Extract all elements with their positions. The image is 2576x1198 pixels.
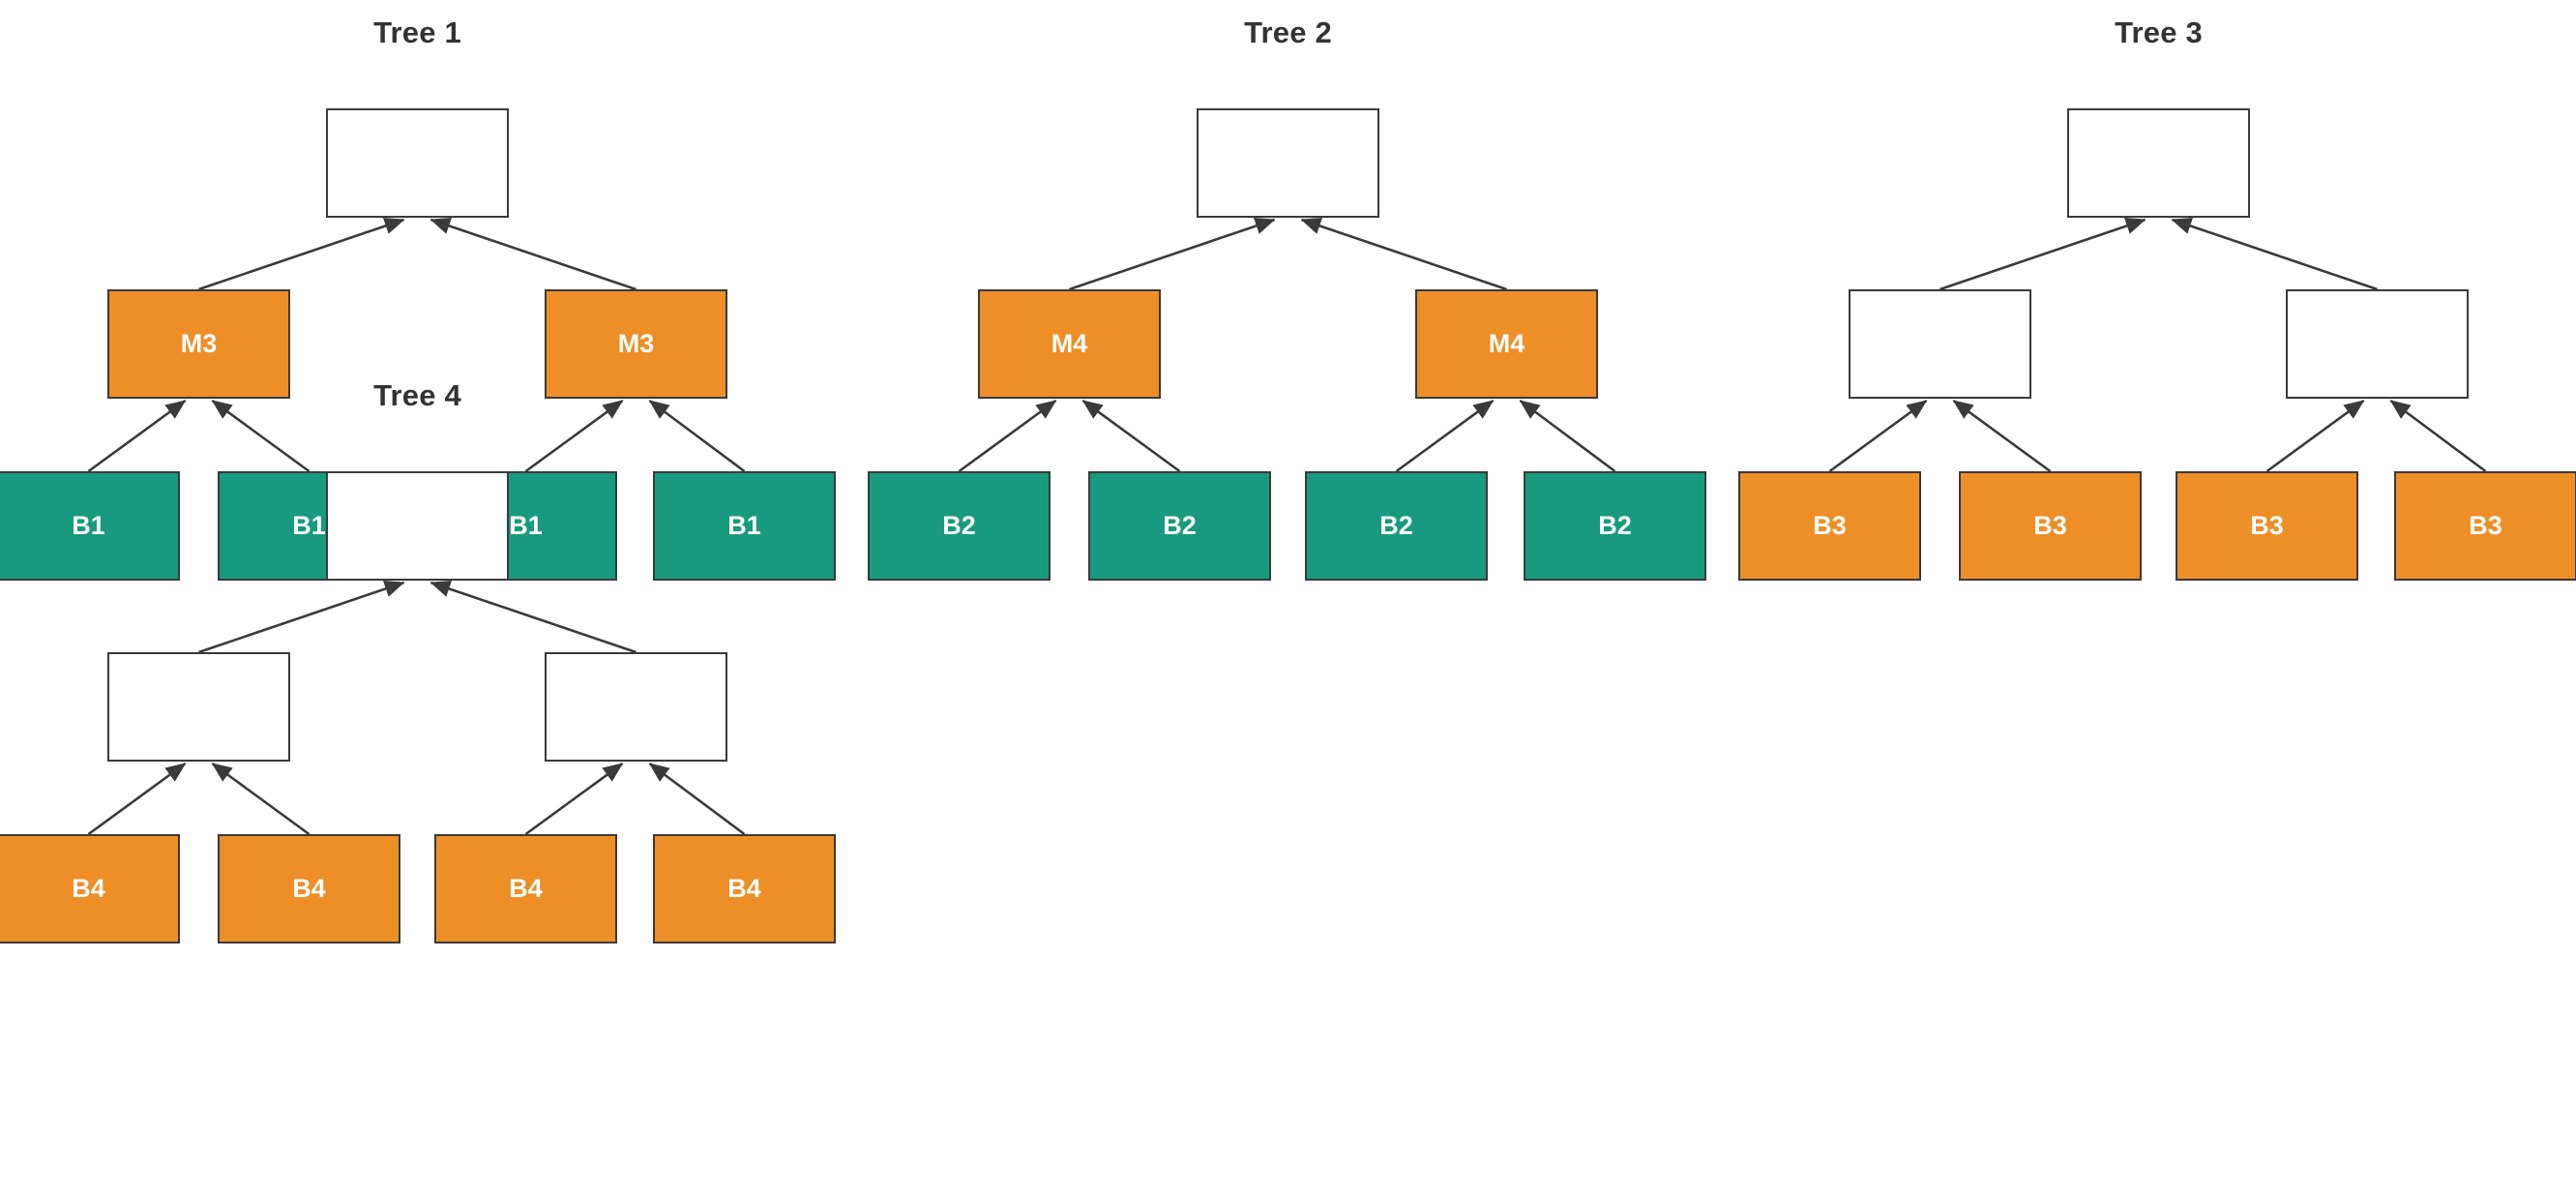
tree-4-leaf-2[interactable]: B4 xyxy=(218,834,400,943)
tree-2-leaf-2[interactable]: B2 xyxy=(1088,471,1271,581)
node-label: M3 xyxy=(180,329,218,358)
tree-2-leaf-4[interactable]: B2 xyxy=(1524,471,1706,581)
tree-3-leaf-3[interactable]: B3 xyxy=(2176,471,2358,581)
tree-2-title: Tree 2 xyxy=(1244,15,1332,49)
node-label: M3 xyxy=(617,329,655,358)
node-label: B4 xyxy=(72,874,105,903)
tree-4-mid-2[interactable] xyxy=(545,652,727,762)
tree-3-leaf-2[interactable]: B3 xyxy=(1959,471,2142,581)
tree-4-leaf-4[interactable]: B4 xyxy=(653,834,836,943)
node-label: B2 xyxy=(1379,511,1413,540)
tree-3-mid-2[interactable] xyxy=(2286,289,2469,399)
node-label: B4 xyxy=(727,874,761,903)
node-label: B4 xyxy=(292,874,326,903)
tree-1-root[interactable] xyxy=(326,108,509,218)
tree-4-leaf-1[interactable]: B4 xyxy=(0,834,180,943)
tree-4: Tree 4 B4 B4 B4 B4 xyxy=(0,363,868,963)
tree-3-root[interactable] xyxy=(2067,108,2250,218)
tree-2-leaf-1[interactable]: B2 xyxy=(868,471,1051,581)
node-label: B4 xyxy=(509,874,543,903)
tree-2-mid-2[interactable]: M4 xyxy=(1415,289,1598,399)
tree-3-title: Tree 3 xyxy=(2115,15,2203,49)
tree-2-root[interactable] xyxy=(1197,108,1379,218)
tree-3-leaf-1[interactable]: B3 xyxy=(1738,471,1921,581)
node-label: M4 xyxy=(1051,329,1088,358)
node-label: B3 xyxy=(2469,511,2502,540)
tree-2-leaf-3[interactable]: B2 xyxy=(1305,471,1488,581)
node-label: B3 xyxy=(1813,511,1847,540)
tree-1-title: Tree 1 xyxy=(373,15,461,49)
node-label: M4 xyxy=(1488,329,1525,358)
node-label: B3 xyxy=(2250,511,2284,540)
tree-4-leaf-3[interactable]: B4 xyxy=(434,834,617,943)
tree-3-mid-1[interactable] xyxy=(1849,289,2031,399)
tree-4-mid-1[interactable] xyxy=(107,652,290,762)
node-label: B2 xyxy=(1163,511,1197,540)
tree-4-root[interactable] xyxy=(326,471,509,581)
node-label: B2 xyxy=(1598,511,1632,540)
tree-4-title: Tree 4 xyxy=(373,378,461,412)
node-label: B3 xyxy=(2033,511,2067,540)
tree-2-mid-1[interactable]: M4 xyxy=(978,289,1161,399)
tree-3: Tree 3 B3 B3 B3 B3 xyxy=(1738,0,2576,600)
tree-3-leaf-4[interactable]: B3 xyxy=(2394,471,2576,581)
node-label: B2 xyxy=(942,511,976,540)
